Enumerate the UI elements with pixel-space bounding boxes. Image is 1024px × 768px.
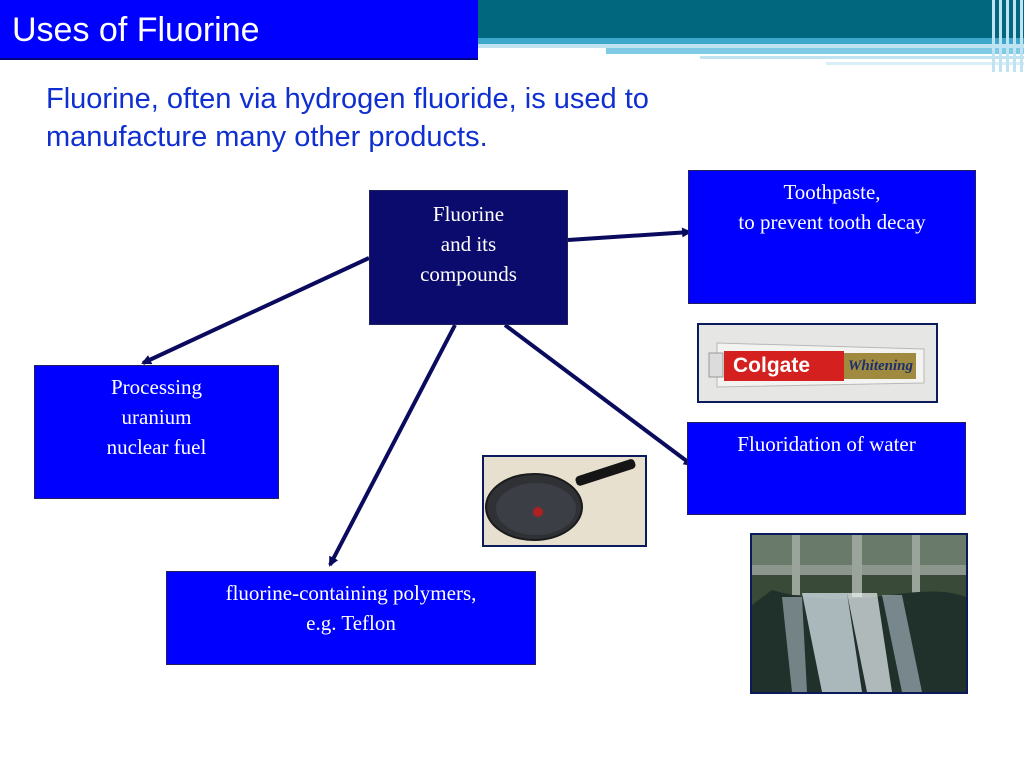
- header-vertical-lines: [990, 0, 1024, 72]
- frying-pan-photo: [482, 455, 647, 547]
- toothpaste-brand: Colgate: [733, 354, 811, 377]
- arrow-to-water: [503, 323, 694, 467]
- frying-pan-illustration: [484, 457, 645, 545]
- arrow-to-toothpaste: [567, 227, 692, 242]
- toothpaste-photo: Colgate Whitening: [697, 323, 938, 403]
- arrow-to-uranium: [141, 256, 370, 365]
- header-stripe: [606, 48, 1024, 54]
- water-flow-illustration: [752, 535, 966, 692]
- polymers-box: fluorine-containing polymers, e.g. Teflo…: [166, 571, 536, 665]
- toothpaste-box: Toothpaste, to prevent tooth decay: [688, 170, 976, 304]
- header-stripe: [478, 44, 1024, 48]
- water-fluoridation-box: Fluoridation of water: [687, 422, 966, 515]
- water-fluoridation-photo: [750, 533, 968, 694]
- header-stripe: [700, 56, 1024, 59]
- uranium-processing-box: Processing uranium nuclear fuel: [34, 365, 279, 499]
- fluorine-compounds-box: Fluorine and its compounds: [369, 190, 568, 325]
- toothpaste-variant: Whitening: [848, 358, 914, 374]
- title-bar: Uses of Fluorine: [0, 0, 478, 60]
- toothpaste-tube-illustration: [699, 325, 936, 401]
- header-stripe: [478, 38, 1024, 44]
- header-stripe: [826, 62, 1024, 65]
- page-title: Uses of Fluorine: [12, 11, 260, 49]
- slide-subtitle: Fluorine, often via hydrogen fluoride, i…: [46, 83, 649, 153]
- header-band: [478, 0, 1024, 38]
- arrow-to-polymers: [328, 324, 457, 567]
